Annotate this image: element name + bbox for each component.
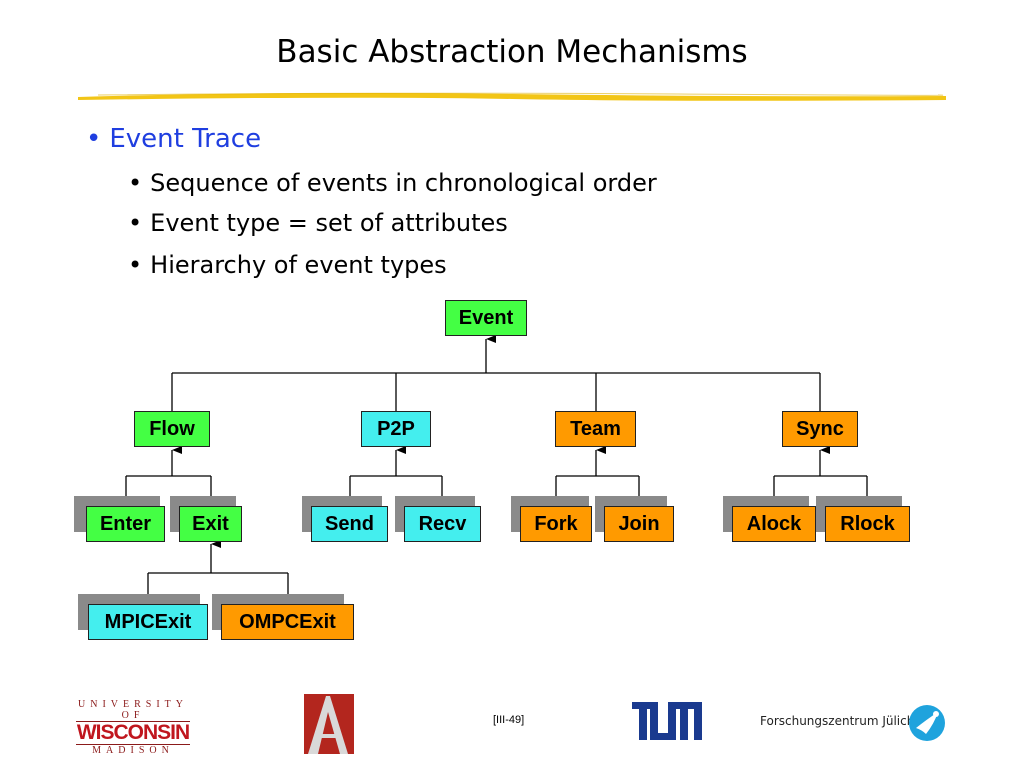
node-ompcexit: OMPCExit <box>221 604 354 640</box>
bullet-glyph: • <box>86 124 102 154</box>
red-a-logo <box>304 694 354 754</box>
node-rlock: Rlock <box>825 506 910 542</box>
bullet-glyph: • <box>128 251 143 279</box>
node-event: Event <box>445 300 527 336</box>
node-p2p: P2P <box>361 411 431 447</box>
uw-logo-bottom: MADISON <box>92 745 174 756</box>
page-number: [III-49] <box>493 714 525 726</box>
fz-juelich-label: Forschungszentrum Jülich <box>760 714 915 728</box>
slide-title: Basic Abstraction Mechanisms <box>276 34 748 70</box>
sub-bullet-sequence: •Sequence of events in chronological ord… <box>128 169 657 197</box>
bullet-event-trace-label: Event Trace <box>109 124 262 154</box>
sub-bullet-label: Event type = set of attributes <box>150 209 508 237</box>
bullet-glyph: • <box>128 209 143 237</box>
node-exit: Exit <box>179 506 242 542</box>
uw-logo-top: UNIVERSITY OF <box>78 699 188 721</box>
bullet-glyph: • <box>128 169 143 197</box>
title-underline-decoration <box>78 92 946 101</box>
tum-logo <box>632 702 702 740</box>
node-recv: Recv <box>404 506 481 542</box>
node-join: Join <box>604 506 674 542</box>
sub-bullet-hierarchy: •Hierarchy of event types <box>128 251 447 279</box>
node-fork: Fork <box>520 506 592 542</box>
node-send: Send <box>311 506 388 542</box>
bullet-event-trace: •Event Trace <box>86 124 261 154</box>
node-sync: Sync <box>782 411 858 447</box>
node-flow: Flow <box>134 411 210 447</box>
node-mpicexit: MPICExit <box>88 604 208 640</box>
sub-bullet-label: Hierarchy of event types <box>150 251 447 279</box>
node-team: Team <box>555 411 636 447</box>
fz-juelich-logo <box>909 705 945 741</box>
sub-bullet-label: Sequence of events in chronological orde… <box>150 169 657 197</box>
university-of-wisconsin-logo: UNIVERSITY OF WISCONSIN MADISON <box>76 699 190 756</box>
node-alock: Alock <box>732 506 816 542</box>
sub-bullet-event-type: •Event type = set of attributes <box>128 209 508 237</box>
node-enter: Enter <box>86 506 165 542</box>
uw-logo-middle: WISCONSIN <box>76 721 190 745</box>
